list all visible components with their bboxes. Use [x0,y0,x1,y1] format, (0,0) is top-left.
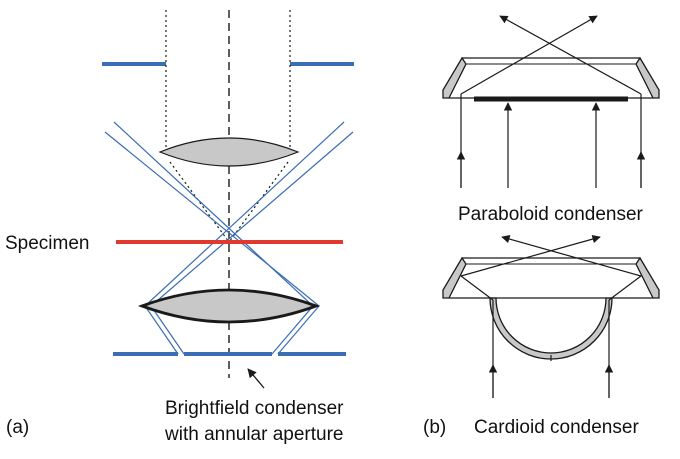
condenser-lens [137,288,321,324]
cardioid-spherical-cup [489,297,613,360]
panel-a-label: (a) [6,417,29,438]
specimen-label: Specimen [5,233,90,254]
cardioid-right-mirror [635,256,660,299]
panel-b-cardioid: Cardioid condenser (b) [423,234,660,438]
cardioid-ray-left-out [460,234,601,277]
paraboloid-ray-left-out [460,15,598,95]
panel-b-paraboloid: Paraboloid condenser [442,15,660,225]
objective-cone-left [169,161,230,243]
cardioid-left-mirror [442,256,467,299]
cardioid-ray-right-out [501,234,642,277]
cardioid-label: Cardioid condenser [474,417,639,438]
paraboloid-right-mirror [635,56,660,99]
brightfield-label-line1: Brightfield condenser [165,398,344,419]
cardioid-ray-left-bounce [460,275,494,301]
annulus-pointer-arrow [247,368,265,389]
cardioid-ray-right-bounce [608,275,642,301]
paraboloid-ray-right-out [499,15,642,95]
objective-cone-right [228,161,289,243]
objective-lens [158,137,300,167]
paraboloid-left-mirror [442,56,467,99]
panel-b-label: (b) [423,417,446,438]
paraboloid-label: Paraboloid condenser [458,204,644,225]
brightfield-label-line2: with annular aperture [164,424,344,445]
panel-a-brightfield: Specimen Brightfield condenser with annu… [5,10,354,445]
